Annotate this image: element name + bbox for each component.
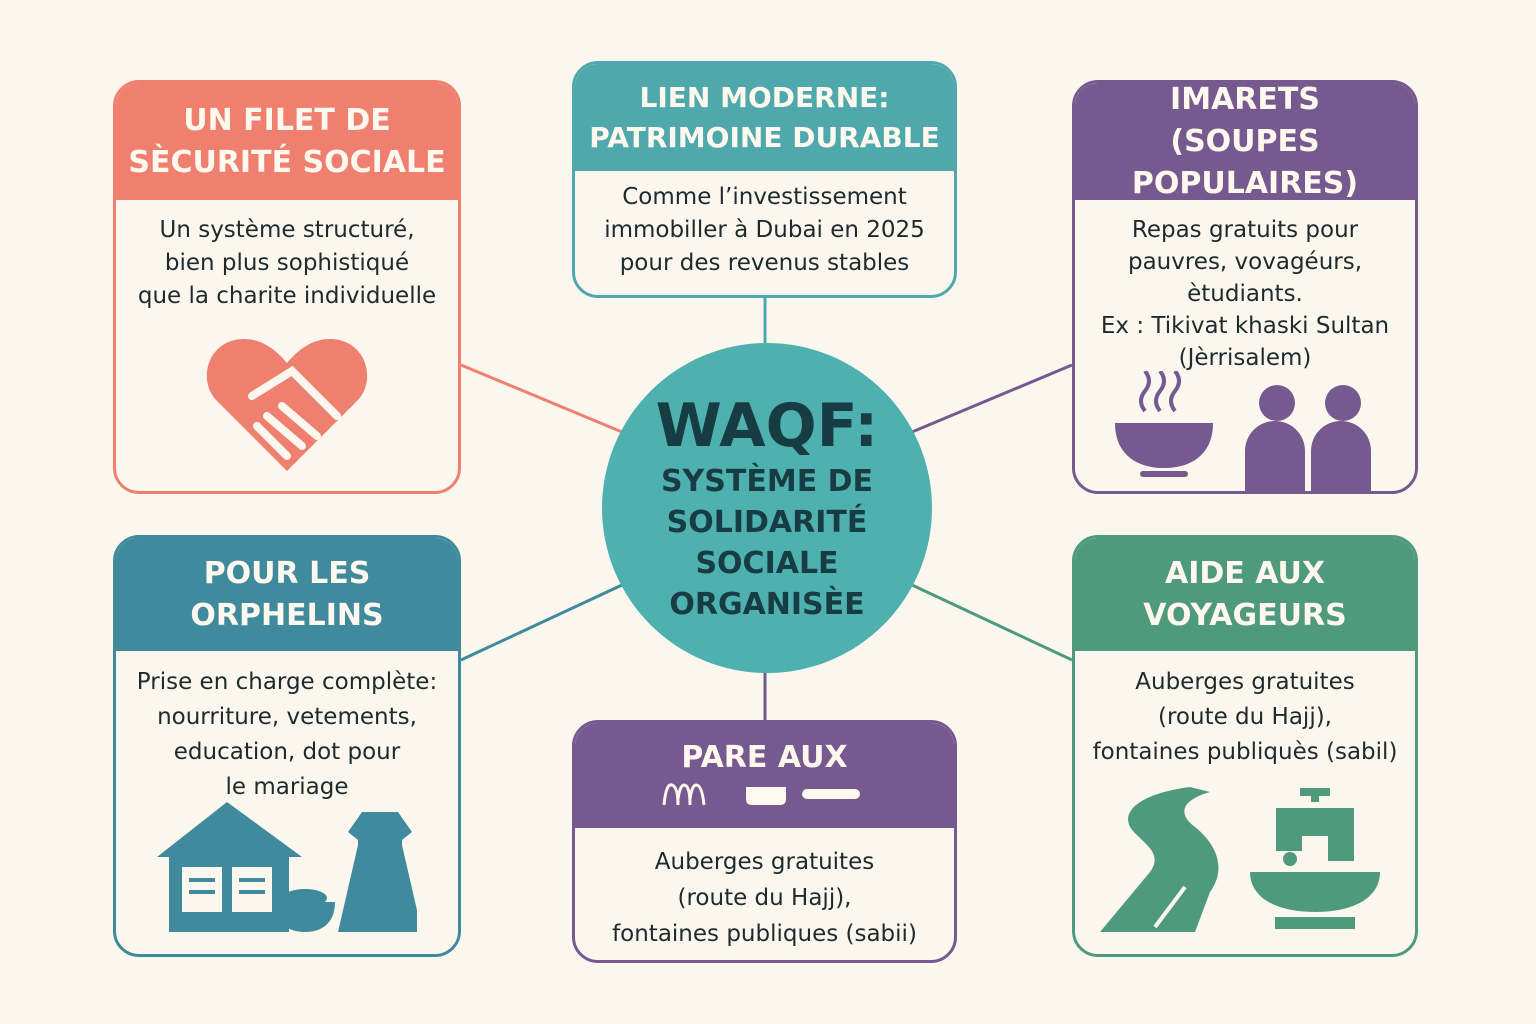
card-text: pauvres, vovagéurs, [1127, 249, 1363, 275]
card-text: ètudiants. [1187, 281, 1303, 307]
card-text: nourriture, vetements, [157, 704, 417, 730]
card-title-line: SÈCURITÉ SOCIALE [128, 144, 446, 180]
card-title-line: POUR LES [203, 555, 371, 591]
card-text: pour des revenus stables [619, 250, 910, 276]
card-text: Comme l’investissement [622, 184, 907, 210]
card-pare-aux: PARE AUX Auberges gratuites (route du Ha… [572, 720, 957, 963]
center-circle: WAQF: SYSTÈME DE SOLIDARITÉ SOCIALE ORGA… [602, 343, 932, 673]
card-orphans: POUR LES ORPHELINS Prise en charge compl… [113, 535, 461, 957]
card-title-line: IMARETS [1170, 81, 1320, 117]
card-body: Auberges gratuites (route du Hajj), font… [575, 828, 954, 952]
card-text: fontaines publiques (sabii) [612, 921, 917, 947]
card-imarets: IMARETS (SOUPES POPULAIRES) Repas gratui… [1072, 80, 1418, 494]
center-subtitle-line: ORGANISÈE [669, 587, 865, 622]
card-text: le mariage [225, 774, 349, 800]
connector-line [460, 583, 623, 662]
card-title-line: PATRIMOINE DURABLE [589, 120, 940, 154]
card-text: fontaines publiquès (sabil) [1092, 739, 1398, 765]
card-text: Un système structuré, [159, 217, 415, 243]
card-body: Prise en charge complète: nourriture, ve… [116, 651, 458, 805]
card-header: IMARETS (SOUPES POPULAIRES) [1075, 81, 1415, 201]
card-title-line: VOYAGEURS [1143, 597, 1347, 633]
card-text: Repas gratuits pour [1131, 217, 1359, 243]
card-title-line: (SOUPES POPULAIRES) [1131, 123, 1359, 201]
card-title-line: UN FILET DE [183, 102, 391, 138]
connector-line [911, 583, 1073, 662]
center-subtitle-line: SYSTÈME DE [660, 464, 874, 499]
card-text: Auberges gratuites [654, 849, 875, 875]
heart-handshake-icon [206, 338, 368, 471]
card-body: Repas gratuits pour pauvres, vovagéurs, … [1075, 200, 1415, 374]
card-text: (route du Hajj), [1158, 704, 1332, 730]
house-book-dress-icon [157, 802, 417, 932]
connector-line [911, 363, 1073, 434]
card-header: PARE AUX [575, 723, 954, 828]
card-title-line: PARE AUX [681, 740, 848, 775]
card-title-line: ORPHELINS [190, 597, 384, 633]
card-text: Ex : Tikivat khaski Sultan [1100, 313, 1390, 339]
card-title-line: LIEN MODERNE: [639, 80, 890, 114]
card-text: (Jèrrisalem) [1178, 345, 1312, 371]
card-text: que la charite individuelle [137, 283, 437, 309]
decorative-glyphs-icon [662, 783, 860, 806]
card-text: (route du Hajj), [677, 885, 852, 911]
card-text: bien plus sophistiqué [164, 250, 410, 276]
center-subtitle-line: SOLIDARITÉ [666, 505, 868, 540]
connector-line [460, 363, 623, 434]
card-header: AIDE AUX VOYAGEURS [1075, 538, 1415, 651]
soup-bowl-people-icon [1115, 371, 1371, 491]
card-text: Auberges gratuites [1135, 669, 1355, 695]
card-body: Auberges gratuites (route du Hajj), font… [1075, 651, 1415, 770]
card-title-line: AIDE AUX [1164, 555, 1325, 591]
card-text: education, dot pour [173, 739, 401, 765]
center-title: WAQF: [655, 391, 879, 461]
card-travelers-aid: AIDE AUX VOYAGEURS Auberges gratuites (r… [1072, 535, 1418, 957]
card-body: Comme l’investissement immobiller à Duba… [575, 171, 954, 280]
card-social-safety-net: UN FILET DE SÈCURITÉ SOCIALE Un système … [113, 80, 461, 494]
card-header: UN FILET DE SÈCURITÉ SOCIALE [116, 83, 458, 200]
card-header: POUR LES ORPHELINS [116, 538, 458, 651]
center-subtitle-line: SOCIALE [695, 546, 839, 581]
card-modern-link: LIEN MODERNE: PATRIMOINE DURABLE Comme l… [572, 61, 957, 298]
card-header: LIEN MODERNE: PATRIMOINE DURABLE [575, 64, 954, 171]
card-text: Prise en charge complète: [136, 669, 438, 695]
card-text: immobiller à Dubai en 2025 [604, 217, 925, 243]
road-fountain-icon [1100, 787, 1380, 932]
card-body: Un système structuré, bien plus sophisti… [116, 200, 458, 313]
